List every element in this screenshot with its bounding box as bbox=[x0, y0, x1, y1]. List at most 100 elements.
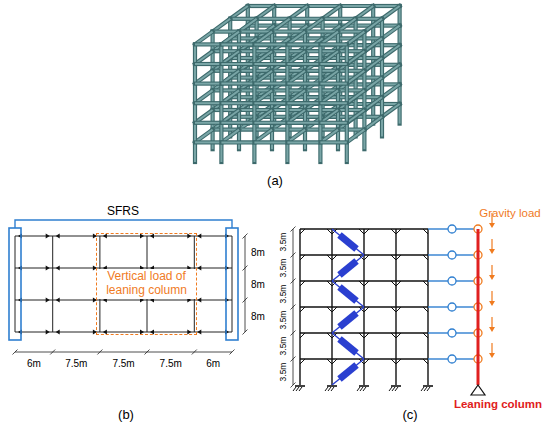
member-line bbox=[221, 101, 254, 105]
symbol-path bbox=[56, 234, 60, 239]
member-line bbox=[254, 101, 287, 105]
member-line bbox=[491, 343, 492, 354]
member-line bbox=[195, 101, 221, 105]
member-line bbox=[254, 140, 287, 144]
member-line bbox=[243, 330, 248, 335]
member-line bbox=[254, 122, 287, 124]
dimension-lines bbox=[291, 227, 296, 388]
member-line bbox=[382, 104, 400, 117]
member-line bbox=[195, 122, 221, 124]
member-line bbox=[382, 6, 400, 19]
symbol-path bbox=[197, 298, 201, 303]
member-line bbox=[291, 279, 296, 284]
symbol-path bbox=[46, 234, 50, 239]
column-label: Leaning column bbox=[454, 398, 542, 411]
member-line bbox=[221, 122, 254, 124]
load-label: Gravity load bbox=[479, 207, 540, 220]
member-line bbox=[221, 63, 254, 65]
brb-braces bbox=[332, 229, 364, 385]
system-label: SFRS bbox=[104, 205, 142, 218]
node-text: Vertical load of leaning column bbox=[97, 269, 196, 299]
member-line bbox=[382, 84, 400, 97]
member-line bbox=[243, 234, 248, 239]
member-line bbox=[291, 331, 296, 336]
member-line bbox=[357, 387, 360, 391]
member-line bbox=[320, 43, 346, 45]
symbol-path bbox=[56, 298, 60, 303]
symbol-path bbox=[327, 281, 332, 286]
member-line bbox=[287, 62, 320, 66]
member-line bbox=[332, 255, 364, 281]
member-line bbox=[320, 102, 346, 104]
panel-tag: (a) bbox=[267, 174, 283, 188]
member-line bbox=[428, 280, 448, 281]
symbol-path bbox=[327, 307, 332, 312]
member-line bbox=[456, 254, 474, 255]
member-line bbox=[428, 306, 448, 307]
member-line bbox=[347, 32, 365, 45]
member-line bbox=[307, 5, 340, 7]
symbol-path bbox=[327, 255, 332, 260]
member-line bbox=[195, 63, 221, 65]
symbol-path bbox=[423, 229, 428, 234]
symbol-path bbox=[197, 330, 201, 335]
member-line bbox=[287, 63, 320, 65]
member-line bbox=[305, 31, 338, 33]
member-line bbox=[320, 121, 346, 125]
member-line bbox=[456, 332, 474, 333]
member-line bbox=[221, 42, 254, 46]
symbol-path bbox=[300, 255, 305, 260]
member-line bbox=[391, 385, 401, 387]
member-line bbox=[382, 45, 400, 58]
member-line bbox=[364, 97, 382, 110]
dimension-label: 7.5m bbox=[65, 358, 87, 369]
symbol-path bbox=[391, 255, 396, 260]
member-line bbox=[347, 32, 365, 45]
member-line bbox=[195, 141, 221, 143]
member-line bbox=[320, 140, 346, 144]
symbol-path bbox=[396, 281, 401, 286]
member-line bbox=[195, 62, 221, 66]
member-line bbox=[221, 83, 254, 85]
symbol-path bbox=[423, 307, 428, 312]
symbol-path bbox=[46, 330, 50, 335]
member-line bbox=[347, 110, 365, 123]
member-line bbox=[230, 350, 235, 355]
member-line bbox=[254, 43, 287, 45]
member-line bbox=[347, 130, 365, 143]
dimension-label: 7.5m bbox=[112, 358, 134, 369]
member-line bbox=[291, 305, 296, 310]
symbol-path bbox=[332, 255, 337, 260]
member-line bbox=[287, 81, 320, 85]
leaning-load-area: Vertical load of leaning column bbox=[96, 233, 197, 335]
member-line bbox=[382, 6, 400, 19]
member-line bbox=[243, 298, 248, 303]
symbol-path bbox=[364, 281, 369, 286]
member-line bbox=[254, 81, 287, 85]
member-line bbox=[331, 387, 334, 391]
symbol-path bbox=[359, 333, 364, 338]
symbol-path bbox=[423, 359, 428, 364]
member-line bbox=[332, 333, 364, 359]
symbol-path bbox=[396, 255, 401, 260]
member-line bbox=[364, 78, 382, 91]
member-line bbox=[347, 90, 365, 103]
member-line bbox=[332, 359, 364, 385]
symbol-path bbox=[300, 229, 305, 234]
plan-grid bbox=[15, 236, 232, 332]
member-line bbox=[328, 387, 331, 391]
symbol-path bbox=[396, 333, 401, 338]
symbol-path bbox=[364, 333, 369, 338]
member-line bbox=[364, 117, 382, 130]
member-line bbox=[195, 102, 221, 104]
member-line bbox=[395, 387, 398, 391]
member-line bbox=[291, 383, 296, 388]
symbol-path bbox=[364, 229, 369, 234]
member-line bbox=[192, 350, 197, 355]
member-line bbox=[300, 332, 428, 333]
member-line bbox=[320, 62, 346, 66]
sfrs-frame bbox=[226, 228, 238, 340]
member-line bbox=[293, 387, 296, 391]
member-line bbox=[332, 281, 364, 307]
symbol-path bbox=[489, 223, 495, 228]
